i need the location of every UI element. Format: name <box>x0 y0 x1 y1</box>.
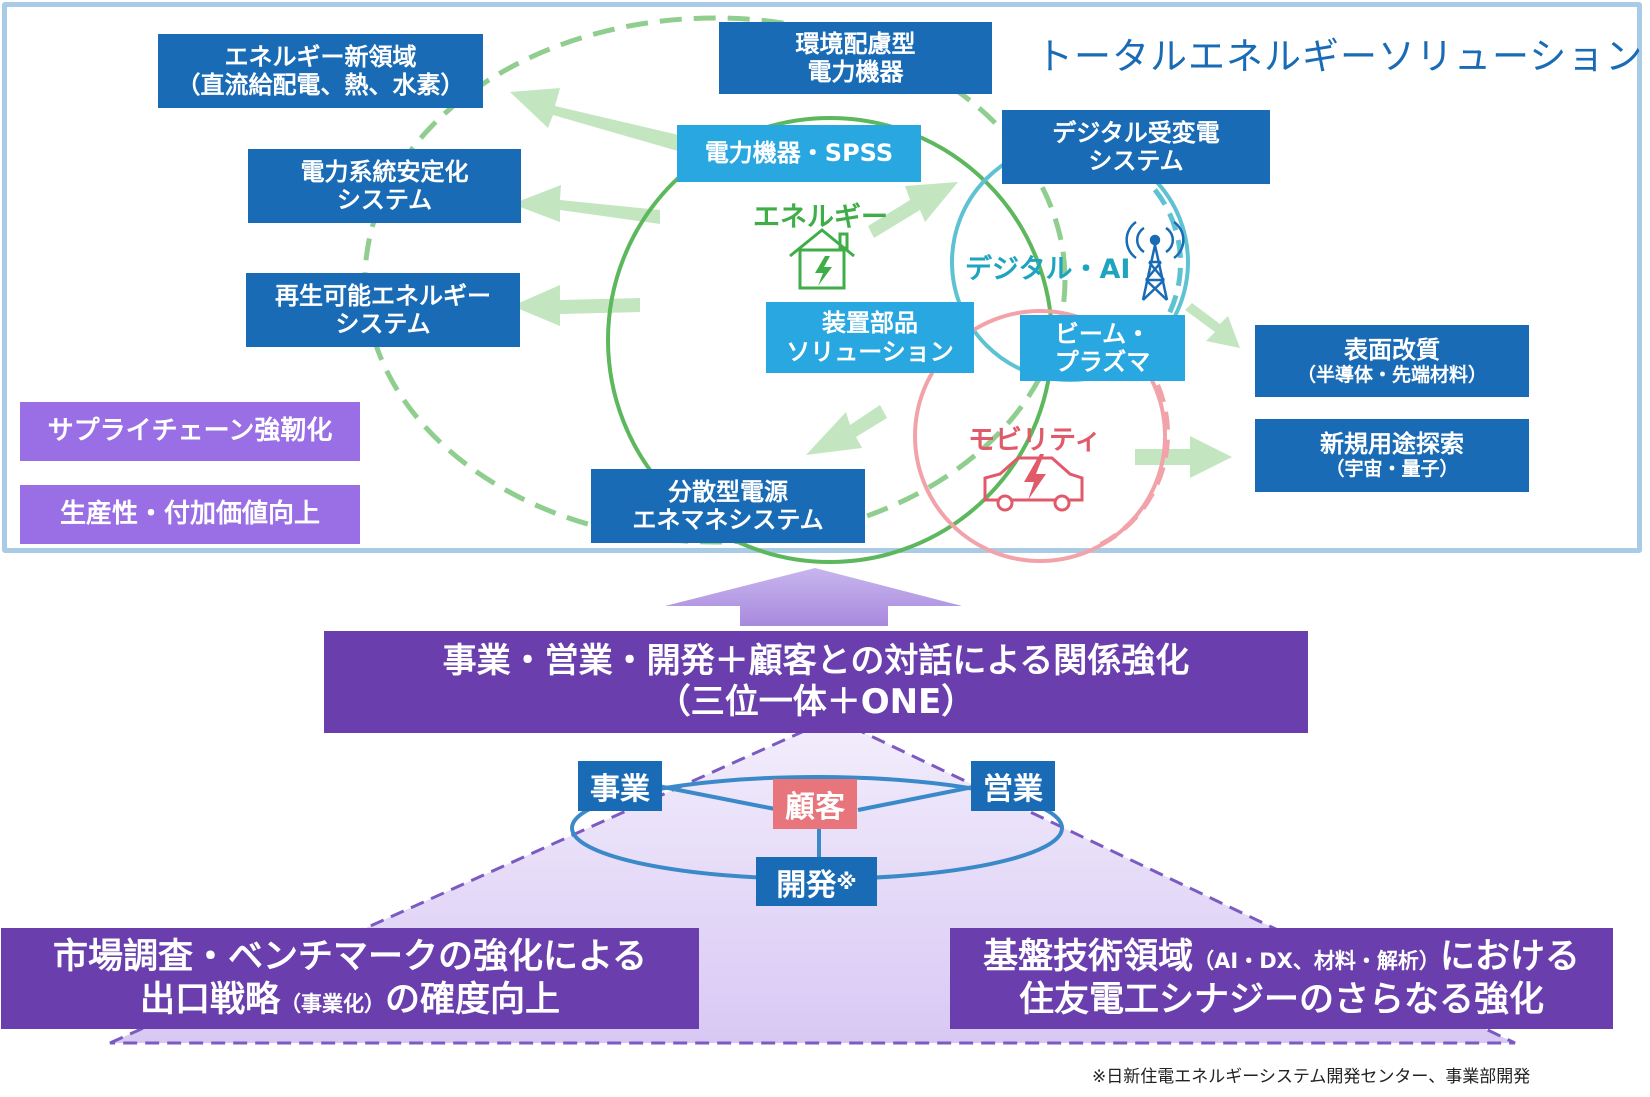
distributed-power-box: 分散型電源 エネマネシステム <box>591 469 865 543</box>
digital-substation-line2: システム <box>1088 147 1184 175</box>
eco-equipment-line2: 電力機器 <box>807 58 904 86</box>
market-research-line1: 市場調査・ベンチマークの強化による <box>53 936 647 977</box>
triad-development-mark: ※ <box>836 869 857 894</box>
footnote: ※日新住電エネルギーシステム開発センター、事業部開発 <box>1092 1067 1531 1087</box>
beam-plasma-line1: ビーム・ <box>1054 319 1151 348</box>
triad-sales-tag: 営業 <box>971 761 1055 811</box>
eco-equipment-box: 環境配慮型 電力機器 <box>719 22 992 94</box>
surface-modification-line2: （半導体・先端材料） <box>1296 363 1487 386</box>
new-energy-domain-box: エネルギー新領域 （直流給配電、熱、水素） <box>158 34 483 108</box>
renewable-energy-line2: システム <box>335 310 431 338</box>
device-parts-box: 装置部品 ソリューション <box>766 302 974 373</box>
electric-car-icon <box>983 454 1084 512</box>
synergy-line1-b: における <box>1439 936 1580 977</box>
triad-development-tag: 開発 ※ <box>756 857 877 906</box>
relationship-banner-line1: 事業・営業・開発＋顧客との対話による関係強化 <box>442 640 1190 681</box>
beam-plasma-box: ビーム・ プラズマ <box>1020 315 1185 381</box>
energy-label: エネルギー <box>753 202 888 233</box>
antenna-tower-icon <box>1125 220 1185 301</box>
digital-substation-line1: デジタル受変電 <box>1052 118 1220 147</box>
page-title: トータルエネルギーソリューション <box>1036 35 1644 78</box>
mobility-circle <box>913 309 1167 563</box>
surface-modification-line1: 表面改質 <box>1344 335 1440 364</box>
house-bolt-icon <box>789 228 855 290</box>
digital-ai-label: デジタル・AI <box>965 254 1131 285</box>
device-parts-line1: 装置部品 <box>822 309 918 338</box>
synergy-line1: 基盤技術領域（AI・DX、材料・解析）における <box>983 936 1580 979</box>
relationship-banner: 事業・営業・開発＋顧客との対話による関係強化 （三位一体＋ONE） <box>324 631 1308 733</box>
relationship-banner-line2: （三位一体＋ONE） <box>656 682 976 722</box>
new-use-line2: （宇宙・量子） <box>1325 458 1459 481</box>
market-research-line2-a: 出口戦略 <box>139 979 280 1020</box>
beam-plasma-line2: プラズマ <box>1054 348 1151 376</box>
power-spss-box: 電力機器・SPSS <box>677 125 921 182</box>
market-research-banner: 市場調査・ベンチマークの強化による 出口戦略（事業化）の確度向上 <box>1 928 699 1029</box>
new-energy-domain-line1: エネルギー新領域 <box>224 42 417 71</box>
grid-stability-line1: 電力系統安定化 <box>300 157 469 186</box>
supply-chain-box: サプライチェーン強靭化 <box>20 402 360 461</box>
grid-stability-box: 電力系統安定化 システム <box>248 149 521 223</box>
supply-chain-label: サプライチェーン強靭化 <box>47 416 333 447</box>
renewable-energy-line1: 再生可能エネルギー <box>275 281 491 310</box>
synergy-banner: 基盤技術領域（AI・DX、材料・解析）における 住友電工シナジーのさらなる強化 <box>950 928 1613 1029</box>
new-use-box: 新規用途探索 （宇宙・量子） <box>1255 419 1529 492</box>
power-spss-label: 電力機器・SPSS <box>704 139 894 168</box>
market-research-line2: 出口戦略（事業化）の確度向上 <box>140 979 560 1022</box>
synergy-line2: 住友電工シナジーのさらなる強化 <box>1018 979 1544 1020</box>
synergy-line1-a: 基盤技術領域 <box>983 936 1194 977</box>
renewable-energy-box: 再生可能エネルギー システム <box>246 273 520 347</box>
productivity-box: 生産性・付加価値向上 <box>20 485 360 544</box>
triad-development-label: 開発 <box>776 867 837 903</box>
triad-business-tag: 事業 <box>578 761 662 811</box>
solution-frame <box>2 2 1642 553</box>
market-research-line2-small: （事業化） <box>280 991 385 1016</box>
device-parts-line2: ソリューション <box>786 337 954 366</box>
productivity-label: 生産性・付加価値向上 <box>59 499 320 530</box>
surface-modification-box: 表面改質 （半導体・先端材料） <box>1255 325 1529 397</box>
digital-substation-box: デジタル受変電 システム <box>1002 110 1270 184</box>
mobility-label: モビリティ <box>968 425 1102 456</box>
new-energy-domain-line2: （直流給配電、熱、水素） <box>176 71 465 99</box>
triad-customer-tag: 顧客 <box>773 779 857 829</box>
digital-dashed-arc <box>1099 168 1183 378</box>
distributed-power-line1: 分散型電源 <box>668 477 788 506</box>
distributed-power-line2: エネマネシステム <box>632 506 824 534</box>
new-use-line1: 新規用途探索 <box>1320 430 1464 459</box>
grid-stability-line2: システム <box>336 186 433 214</box>
synergy-line1-small: （AI・DX、材料・解析） <box>1193 948 1440 973</box>
market-research-line2-b: の確度向上 <box>385 979 561 1020</box>
eco-equipment-line1: 環境配慮型 <box>795 29 916 58</box>
up-arrow <box>665 568 962 626</box>
